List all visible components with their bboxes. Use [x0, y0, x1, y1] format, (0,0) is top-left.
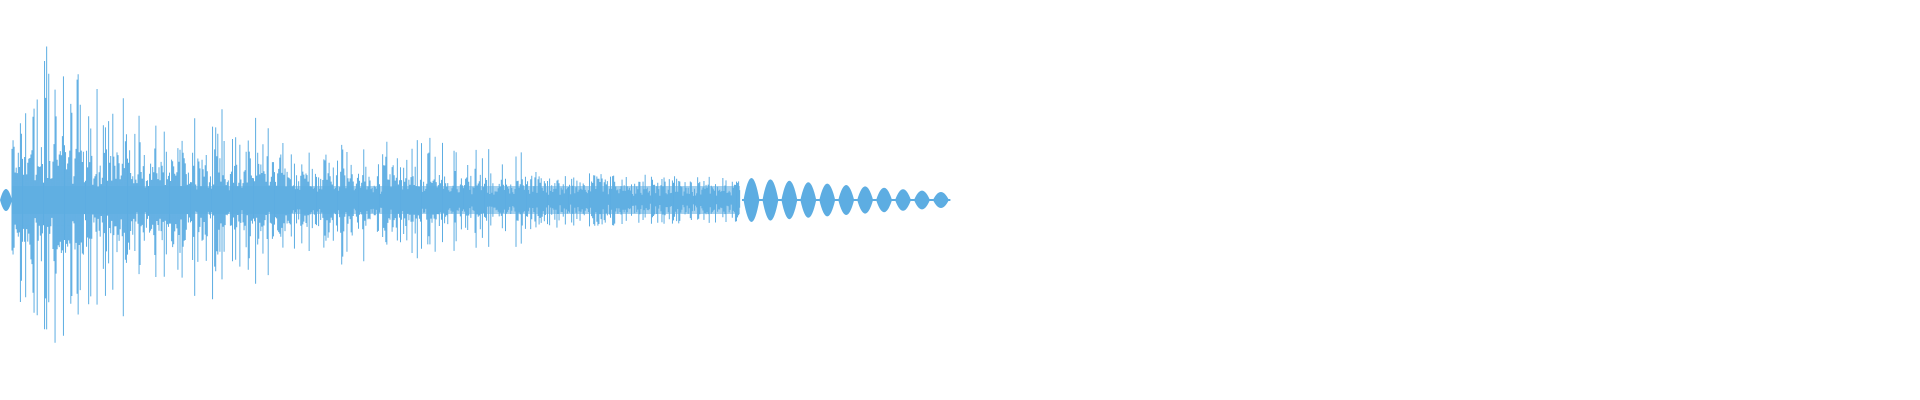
waveform-lead-blip [0, 189, 12, 211]
waveform-center-band [12, 186, 740, 214]
waveform-pulses [0, 178, 951, 222]
waveform-lines [11, 46, 741, 343]
